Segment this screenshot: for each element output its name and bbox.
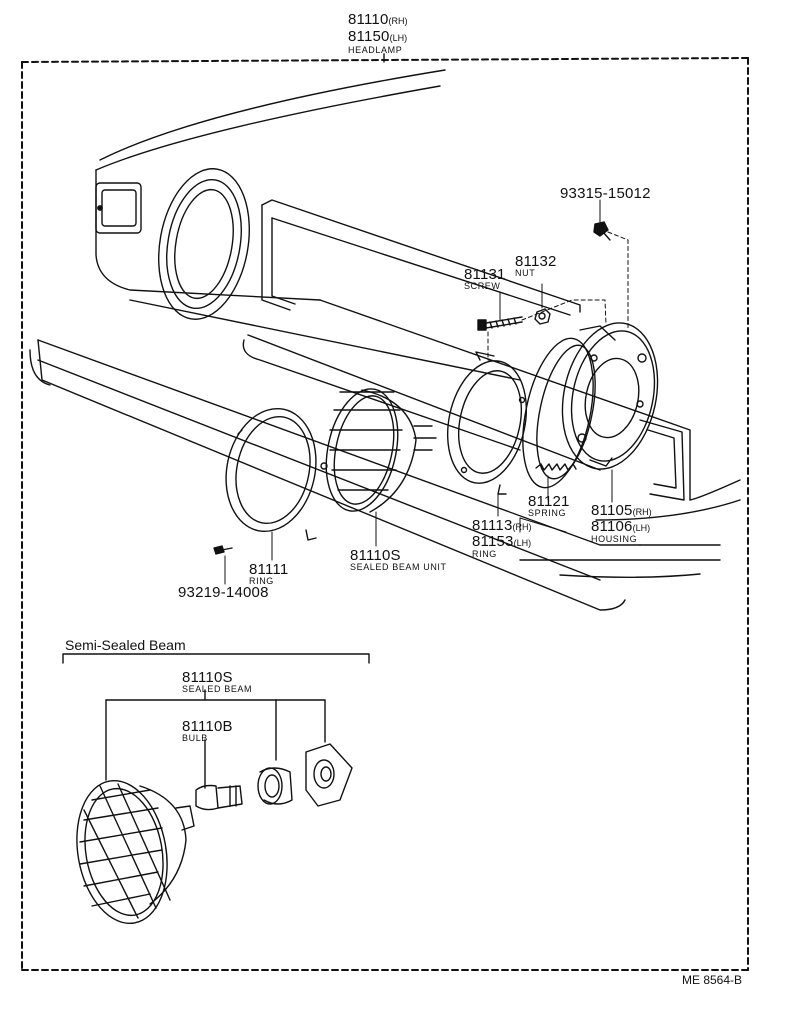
outer-ring-label: 81111 RING (249, 562, 288, 586)
inner-ring-part-rh: 81113 (472, 517, 513, 534)
headlamp-part-rh: 81110 (348, 11, 389, 28)
inner-ring-suffix-lh: (LH) (513, 538, 532, 548)
spring-label: 81121 SPRING (528, 494, 570, 518)
housing-name: HOUSING (591, 534, 638, 544)
inner-ring-label: 81113(RH) 81153(LH) RING (472, 518, 532, 559)
bulb-label: 81110B BULB (182, 719, 233, 743)
headlamp-suffix-rh: (RH) (388, 16, 408, 26)
outer-ring (225, 407, 328, 541)
nut-name: NUT (515, 268, 536, 278)
diagram-frame (21, 57, 749, 971)
sealed-beam-unit (325, 388, 437, 513)
housing-suffix-lh: (LH) (632, 523, 651, 533)
inner-ring (446, 351, 528, 495)
sealed-beam-unit-part: 81110S (350, 547, 401, 564)
housing-suffix-rh: (RH) (632, 507, 652, 517)
bolt-part-label: 93315-15012 (560, 185, 651, 202)
outer-ring-name: RING (249, 576, 274, 586)
semi-sealed-inset (62, 653, 370, 925)
adjusting-screw (477, 316, 523, 331)
nut (534, 308, 551, 325)
reference-code: ME 8564-B (682, 973, 743, 987)
small-screw-part-label: 93219-14008 (178, 584, 269, 601)
bulb-part: 81110B (182, 718, 233, 735)
inner-ring-name: RING (472, 549, 497, 559)
small-screw (213, 545, 233, 555)
nut-label: 81132 NUT (515, 254, 557, 278)
headlamp-label: 81110(RH) 81150(LH) HEADLAMP (348, 12, 408, 55)
semi-sealed-title: Semi-Sealed Beam (65, 637, 186, 653)
adjuster-spring (535, 463, 577, 471)
outer-ring-part: 81111 (249, 561, 289, 578)
screw-name: SCREW (464, 281, 501, 291)
housing (522, 322, 659, 489)
semi-sealed-beam-name: SEALED BEAM (182, 684, 253, 694)
housing-part-rh: 81105 (591, 502, 633, 519)
spring-part: 81121 (528, 493, 570, 510)
inner-ring-suffix-rh: (RH) (512, 522, 532, 532)
housing-label: 81105(RH) 81106(LH) HOUSING (591, 503, 652, 544)
leader-lines (224, 199, 629, 585)
housing-part-lh: 81106 (591, 518, 633, 535)
vehicle-front-panel (29, 69, 741, 611)
headlamp-suffix-lh: (LH) (389, 33, 408, 43)
headlamp-name: HEADLAMP (348, 45, 403, 55)
screw-part: 81131 (464, 266, 506, 283)
nut-part: 81132 (515, 253, 557, 270)
inner-ring-part-lh: 81153 (472, 533, 514, 550)
screw-label: 81131 SCREW (464, 267, 506, 291)
sealed-beam-unit-label: 81110S SEALED BEAM UNIT (350, 548, 447, 572)
mounting-bolt (593, 221, 611, 241)
semi-sealed-beam-part: 81110S (182, 669, 233, 686)
headlamp-part-lh: 81150 (348, 28, 390, 45)
semi-sealed-beam-label: 81110S SEALED BEAM (182, 670, 252, 694)
bulb-name: BULB (182, 733, 208, 743)
sealed-beam-unit-name: SEALED BEAM UNIT (350, 562, 447, 572)
spring-name: SPRING (528, 508, 567, 518)
